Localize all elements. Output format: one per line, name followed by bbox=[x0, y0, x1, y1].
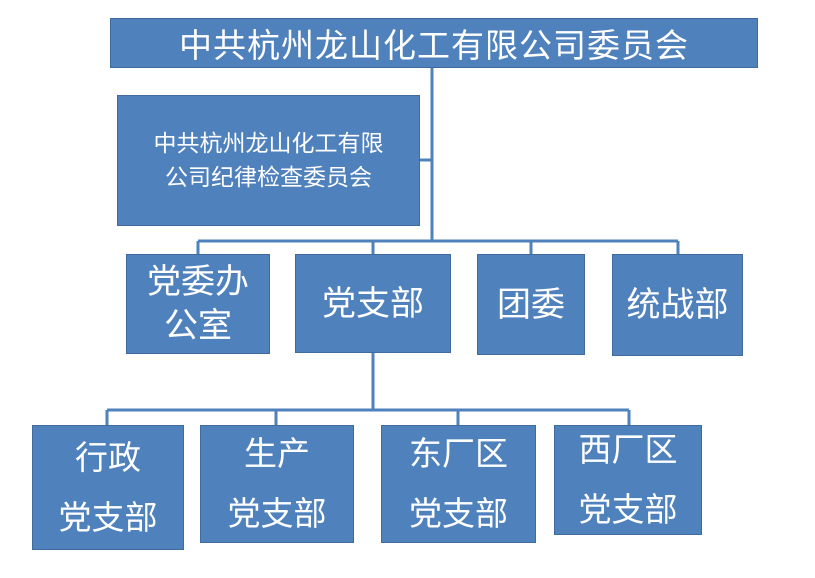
department-node-party-office: 党委办 公室 bbox=[126, 254, 270, 354]
root-label: 中共杭州龙山化工有限公司委员会 bbox=[179, 26, 689, 65]
branch-node-east-plant: 东厂区 党支部 bbox=[381, 425, 536, 543]
branch-node-production: 生产 党支部 bbox=[200, 425, 354, 543]
department-node-united-front: 统战部 bbox=[612, 254, 743, 356]
department-node-youth-league: 团委 bbox=[477, 254, 585, 355]
branch-label: 西厂区 党支部 bbox=[578, 430, 678, 529]
department-label: 党委办 公室 bbox=[147, 262, 249, 346]
branch-label: 东厂区 党支部 bbox=[409, 434, 508, 533]
department-label: 统战部 bbox=[626, 285, 729, 325]
department-node-party-branch: 党支部 bbox=[295, 254, 451, 353]
discipline-committee-label: 中共杭州龙山化工有限 公司纪律检查委员会 bbox=[153, 130, 384, 191]
branch-label: 行政 党支部 bbox=[58, 437, 158, 537]
branch-node-west-plant: 西厂区 党支部 bbox=[554, 425, 702, 535]
branch-label: 生产 党支部 bbox=[227, 434, 327, 533]
branch-node-administration: 行政 党支部 bbox=[32, 425, 184, 550]
discipline-committee-node: 中共杭州龙山化工有限 公司纪律检查委员会 bbox=[117, 95, 420, 226]
root-node: 中共杭州龙山化工有限公司委员会 bbox=[110, 18, 758, 68]
department-label: 团委 bbox=[497, 284, 565, 325]
department-label: 党支部 bbox=[322, 283, 424, 324]
